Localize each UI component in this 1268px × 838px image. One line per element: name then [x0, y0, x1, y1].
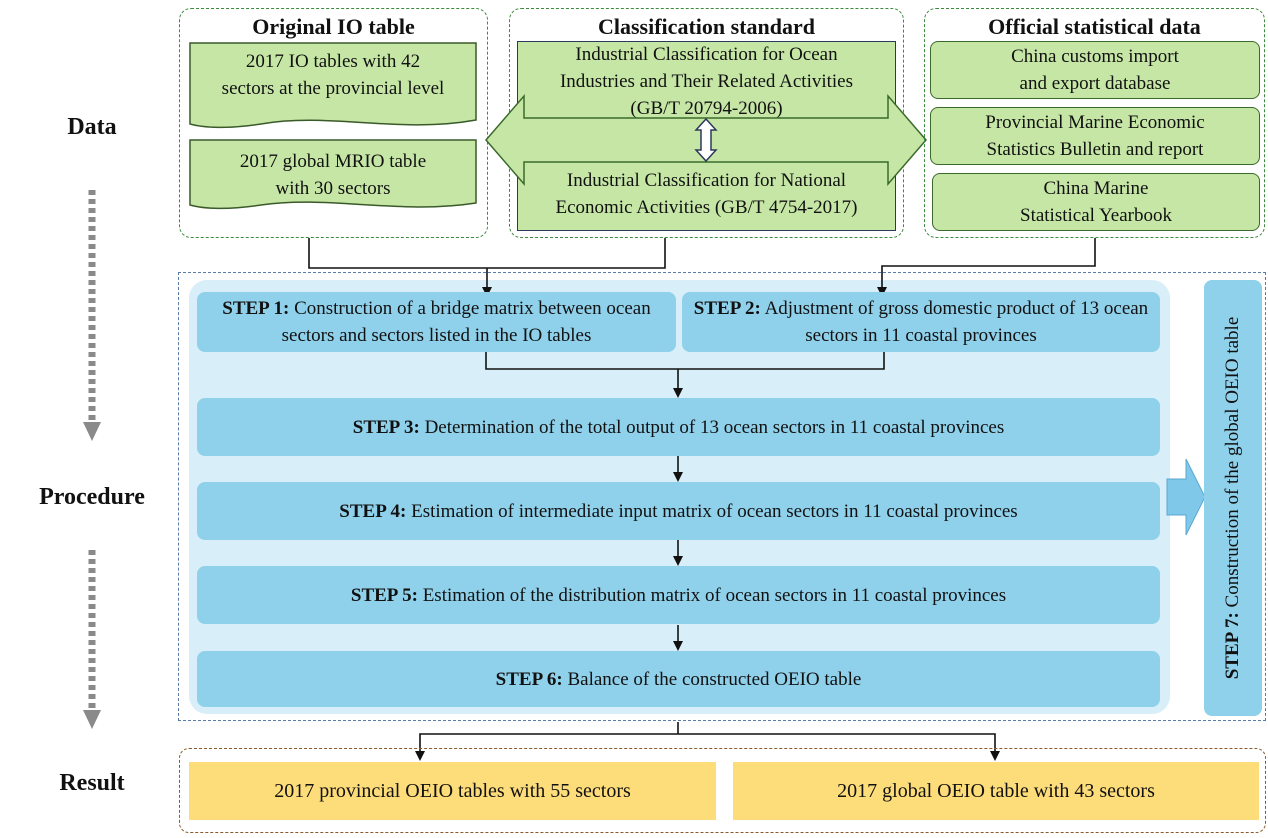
step-7-box — [1204, 280, 1262, 716]
ocean-classification-box: Industrial Classification for Ocean Indu… — [517, 41, 896, 121]
original-io-panel: Original IO table — [179, 8, 488, 238]
step-1-box: STEP 1: Construction of a bridge matrix … — [197, 292, 676, 352]
step-2-label: STEP 2: — [693, 298, 761, 319]
step-2-text: Adjustment of gross domestic product of … — [764, 298, 1149, 346]
result-global-box: 2017 global OEIO table with 43 sectors — [733, 762, 1259, 820]
step-4-text: Estimation of intermediate input matrix … — [411, 500, 1018, 522]
step-7-text: Construction of the global OEIO table — [1222, 316, 1243, 608]
result-provincial-box: 2017 provincial OEIO tables with 55 sect… — [189, 762, 716, 820]
step-4-label: STEP 4: — [339, 500, 407, 522]
original-io-item-1: 2017 IO tables with 42 sectors at the pr… — [221, 51, 445, 99]
official-item-customs: China customs import and export database — [930, 41, 1260, 99]
step-5-text: Estimation of the distribution matrix of… — [422, 584, 1007, 606]
step-4-box: STEP 4: Estimation of intermediate input… — [197, 482, 1160, 540]
step-2-box: STEP 2: Adjustment of gross domestic pro… — [682, 292, 1160, 352]
official-item-bulletin: Provincial Marine Economic Statistics Bu… — [930, 107, 1260, 165]
procedure-panel — [178, 272, 1266, 721]
step-1-text: Construction of a bridge matrix between … — [281, 298, 651, 346]
step-6-label: STEP 6: — [495, 668, 563, 690]
step-3-box: STEP 3: Determination of the total outpu… — [197, 398, 1160, 456]
step-6-text: Balance of the constructed OEIO table — [567, 668, 862, 690]
classification-title: Classification standard — [598, 14, 815, 39]
row-label-procedure: Procedure — [39, 484, 145, 510]
original-io-title: Original IO table — [252, 14, 415, 39]
step-7-text-wrap: STEP 7: Construction of the global OEIO … — [1218, 278, 1248, 718]
original-io-doc-1 — [189, 42, 477, 129]
step-6-box: STEP 6: Balance of the constructed OEIO … — [197, 651, 1160, 707]
original-io-item-2: 2017 global MRIO table with 30 sectors — [239, 151, 427, 199]
step-5-box: STEP 5: Estimation of the distribution m… — [197, 566, 1160, 624]
step-1-label: STEP 1: — [222, 298, 290, 319]
original-io-doc-2 — [189, 139, 477, 210]
right-arrow-icon — [1166, 458, 1206, 536]
step-7-label: STEP 7: — [1222, 612, 1243, 680]
national-classification-box: Industrial Classification for National E… — [517, 157, 896, 231]
bidirectional-arrow-icon — [485, 93, 927, 187]
official-data-title: Official statistical data — [988, 14, 1201, 39]
row-label-data: Data — [67, 114, 117, 140]
step-3-text: Determination of the total output of 13 … — [424, 416, 1005, 438]
official-data-panel: Official statistical data — [924, 8, 1265, 238]
step-3-label: STEP 3: — [352, 416, 420, 438]
result-panel — [179, 748, 1266, 833]
official-item-yearbook: China Marine Statistical Yearbook — [932, 173, 1260, 231]
row-label-result: Result — [59, 770, 125, 796]
step-5-label: STEP 5: — [350, 584, 418, 606]
